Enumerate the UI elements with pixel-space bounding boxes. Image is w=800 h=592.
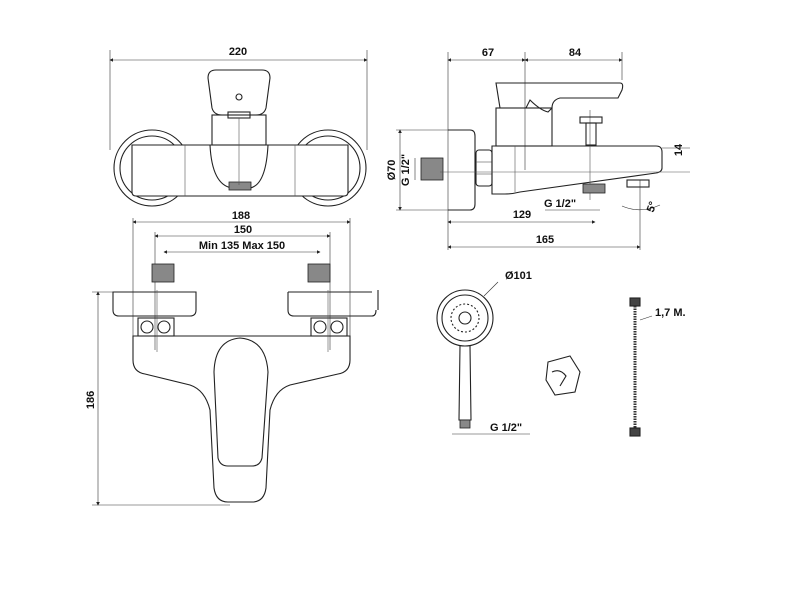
angle-5-degrees: 5° xyxy=(645,200,660,214)
shower-hose: 1,7 M. xyxy=(629,297,686,437)
dimension-220: 220 xyxy=(229,46,247,58)
hand-shower-diameter: Ø101 xyxy=(505,270,532,282)
shower-holder xyxy=(545,355,581,396)
dimension-188: 188 xyxy=(232,210,250,222)
front-view: 188 150 Min 135 Max 150 186 xyxy=(85,210,379,506)
side-view: 67 84 Ø70 G 1/2" G 1/2" 14 5° 129 xyxy=(386,47,690,250)
wall-thread-label: G 1/2" xyxy=(400,154,412,186)
hand-shower: Ø101 G 1/2" xyxy=(436,270,532,435)
dimension-14: 14 xyxy=(673,143,685,156)
diameter-70: Ø70 xyxy=(386,160,398,181)
hand-shower-thread: G 1/2" xyxy=(490,422,522,434)
dimension-150: 150 xyxy=(234,224,252,236)
outlet-thread-label: G 1/2" xyxy=(544,198,576,210)
dimension-84: 84 xyxy=(569,47,582,59)
dimension-67: 67 xyxy=(482,47,494,59)
range-min-max: Min 135 Max 150 xyxy=(199,240,285,252)
dimension-186: 186 xyxy=(85,391,97,409)
hose-length: 1,7 M. xyxy=(655,307,686,319)
top-view: 220 xyxy=(109,46,368,207)
dimension-165: 165 xyxy=(536,234,554,246)
dimension-129: 129 xyxy=(513,209,531,221)
